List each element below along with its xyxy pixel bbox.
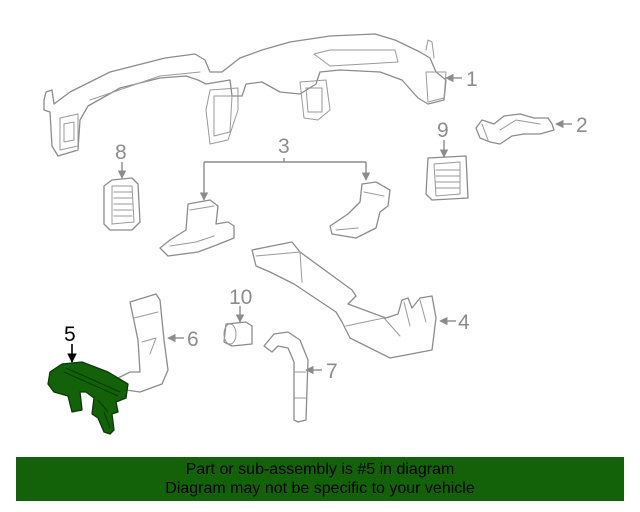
callout-5[interactable]: 5 [64, 323, 76, 346]
part-3-floor-duct-right[interactable] [329, 181, 391, 239]
callout-3[interactable]: 3 [278, 135, 290, 158]
callout-6[interactable]: 6 [187, 328, 199, 351]
notice-banner: Part or sub-assembly is #5 in diagram Di… [16, 457, 624, 501]
banner-line-2: Diagram may not be specific to your vehi… [165, 480, 475, 497]
part-4-rear-duct[interactable] [251, 241, 437, 359]
callout-10[interactable]: 10 [229, 286, 252, 309]
callout-9[interactable]: 9 [437, 119, 449, 142]
part-3-floor-duct-left[interactable] [159, 199, 235, 257]
part-1-center-duct[interactable] [43, 33, 447, 157]
callout-1[interactable]: 1 [466, 68, 478, 91]
part-8-left-vent[interactable] [103, 177, 141, 231]
banner-line-1: Part or sub-assembly is #5 in diagram [185, 461, 455, 478]
part-10-clip[interactable] [223, 321, 253, 347]
part-2-side-duct[interactable] [475, 113, 555, 145]
callout-4[interactable]: 4 [458, 311, 470, 334]
part-9-right-vent[interactable] [425, 155, 469, 201]
callout-2[interactable]: 2 [576, 114, 588, 137]
part-7-hose[interactable] [263, 331, 309, 423]
leader-3-bracket [204, 158, 366, 163]
part-5-duct-bracket-highlighted[interactable] [47, 361, 129, 435]
callout-7[interactable]: 7 [326, 360, 338, 383]
callout-8[interactable]: 8 [115, 141, 127, 164]
part-6-vertical-duct[interactable] [117, 293, 169, 393]
